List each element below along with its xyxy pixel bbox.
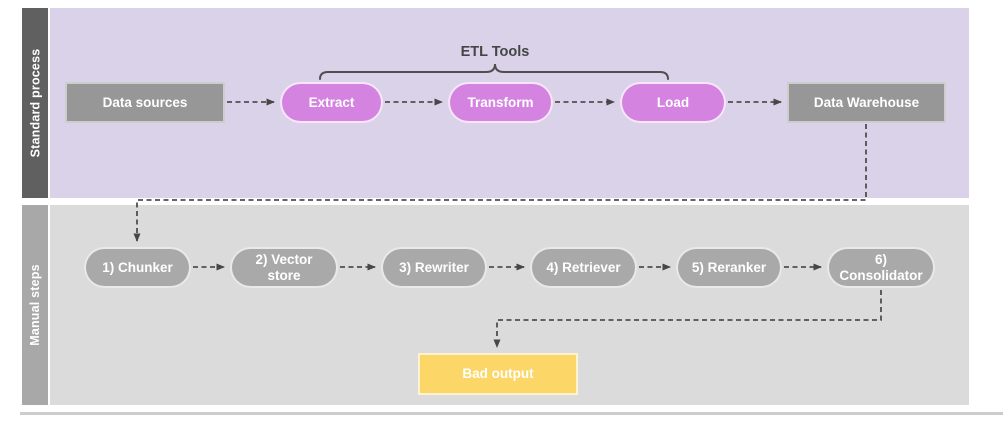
bottom-divider bbox=[20, 412, 1003, 415]
node-consolidator: 6) Consolidator bbox=[827, 247, 935, 288]
node-load: Load bbox=[620, 82, 726, 123]
node-rewriter: 3) Rewriter bbox=[381, 247, 487, 288]
lane-header-manual-steps: Manual steps bbox=[22, 205, 48, 405]
node-data-sources: Data sources bbox=[65, 82, 225, 123]
node-reranker: 5) Reranker bbox=[676, 247, 782, 288]
node-data-warehouse: Data Warehouse bbox=[787, 82, 946, 123]
node-retriever: 4) Retriever bbox=[530, 247, 637, 288]
node-bad-output: Bad output bbox=[418, 353, 578, 395]
node-extract: Extract bbox=[280, 82, 383, 123]
lane-label-standard-process: Standard process bbox=[28, 48, 43, 158]
etl-tools-label: ETL Tools bbox=[460, 44, 530, 60]
node-vector-store: 2) Vector store bbox=[230, 247, 338, 288]
node-chunker: 1) Chunker bbox=[84, 247, 191, 288]
lane-label-manual-steps: Manual steps bbox=[28, 264, 42, 346]
node-transform: Transform bbox=[448, 82, 553, 123]
lane-header-standard-process: Standard process bbox=[22, 8, 48, 198]
